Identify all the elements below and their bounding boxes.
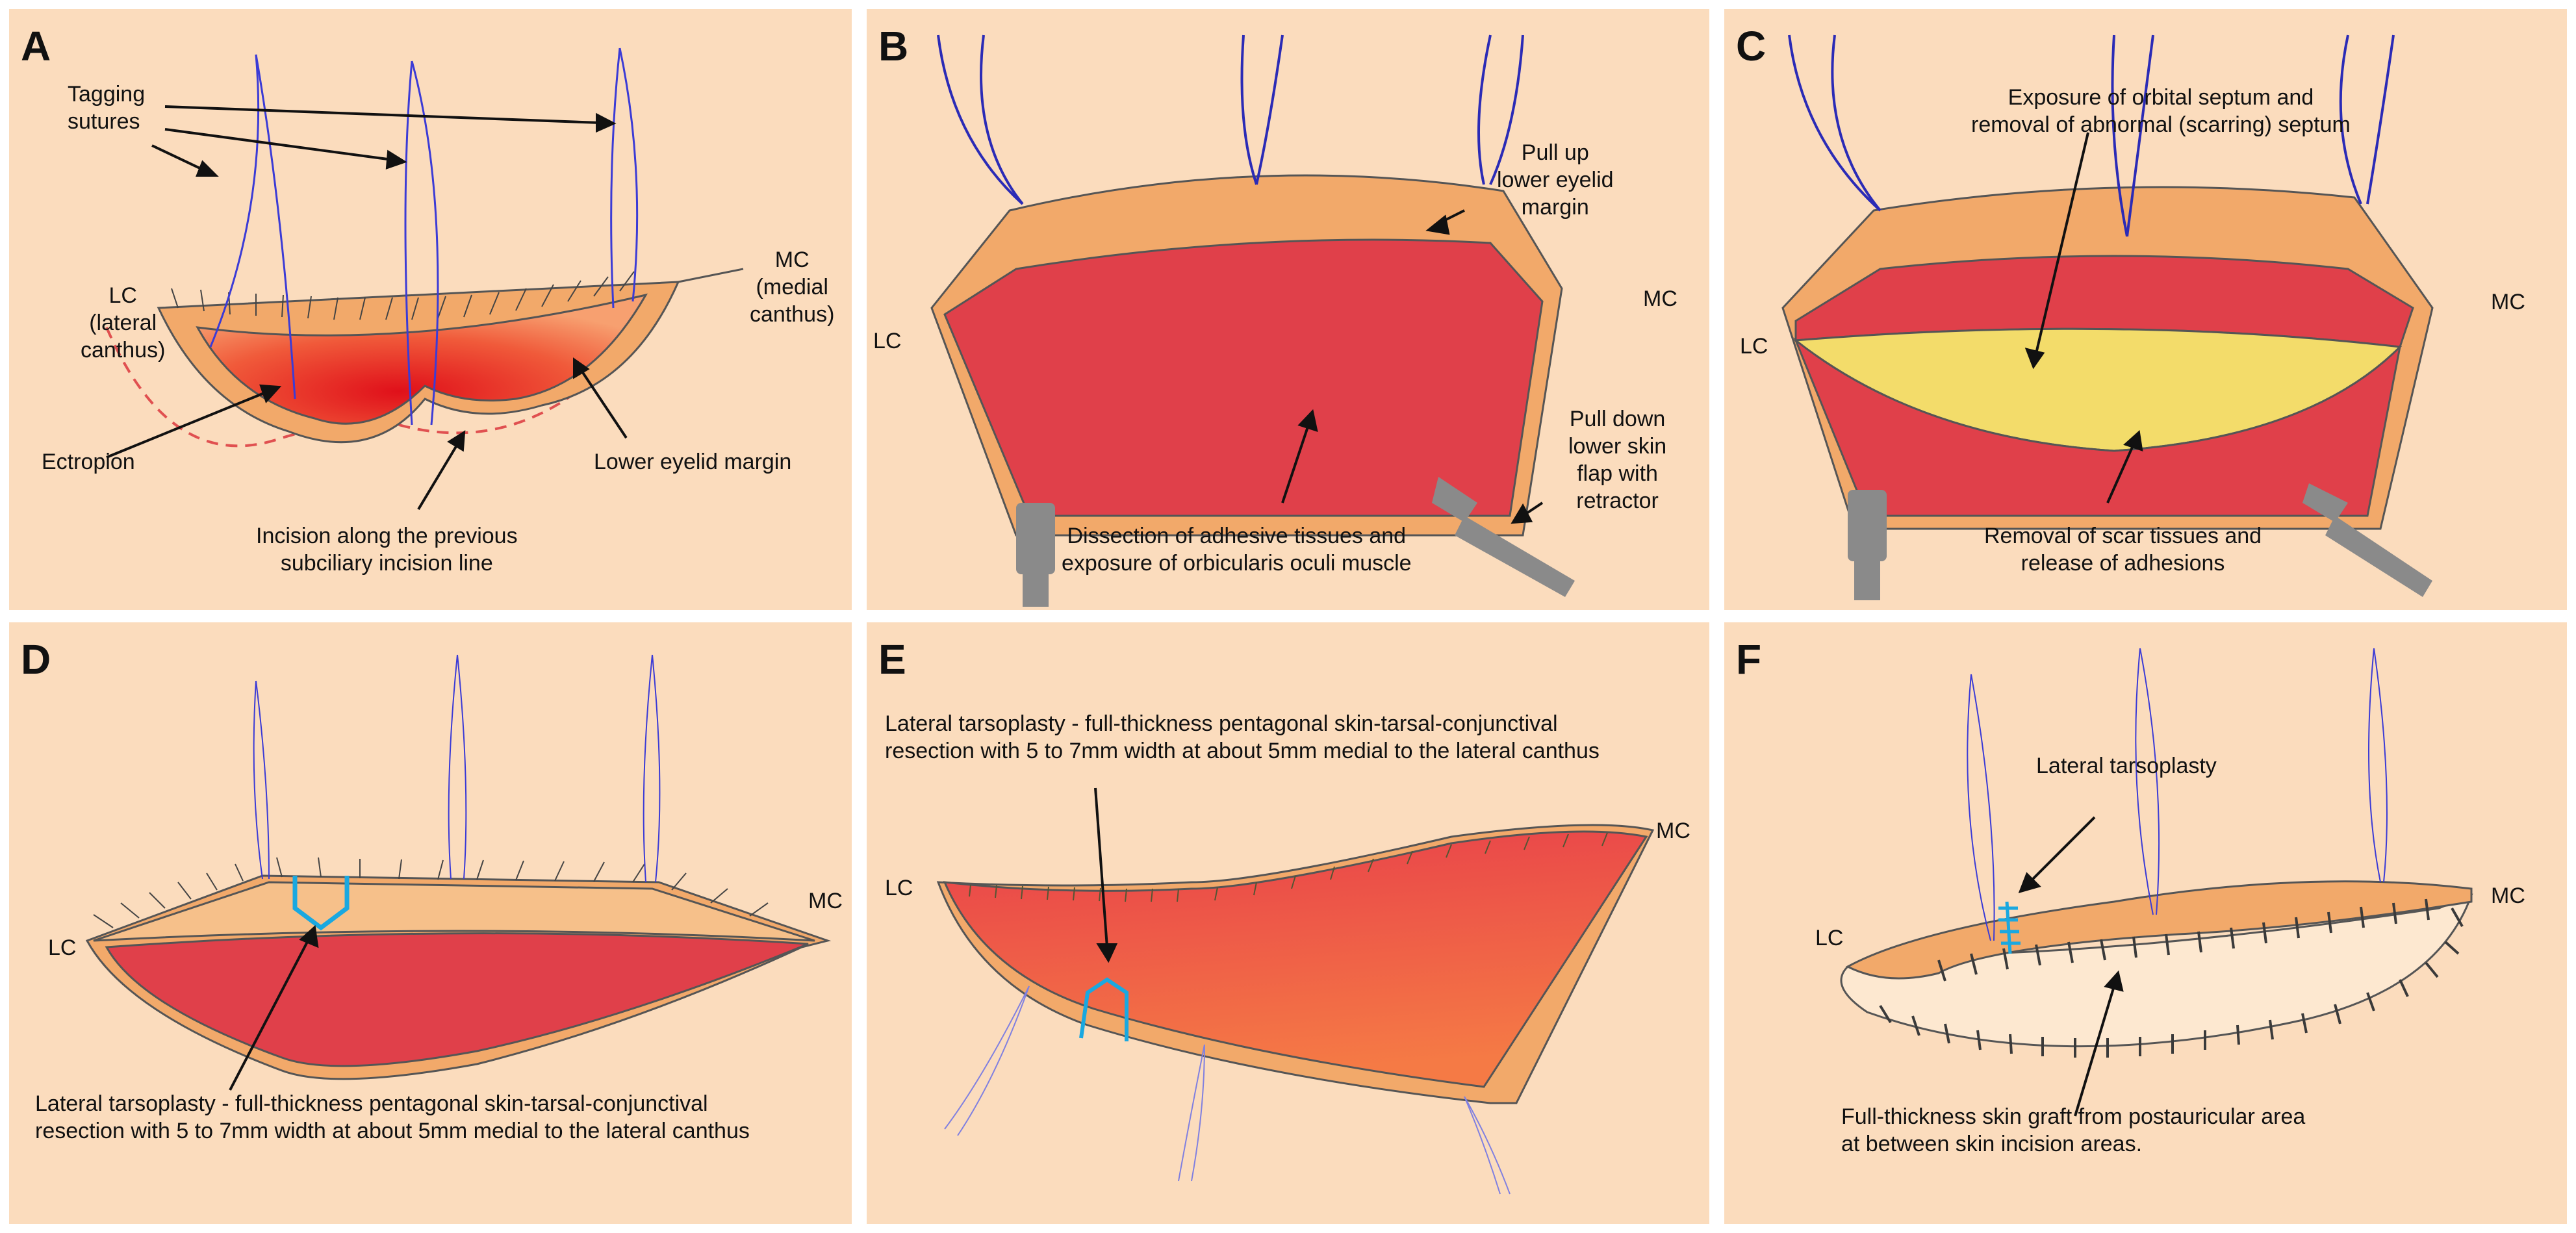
panel-a-letter: A — [21, 23, 51, 70]
pull-down-label: Pull down lower skin flap with retractor — [1568, 407, 1667, 513]
orbicularis-muscle — [943, 238, 1544, 517]
tagging-sutures — [937, 34, 1524, 205]
pentagon-resection — [1079, 977, 1129, 1041]
conjunctiva — [943, 830, 1648, 1088]
lc-label: LC — [885, 876, 913, 900]
lc-label: LC — [1815, 926, 1844, 950]
panel-f-letter: F — [1736, 636, 1762, 683]
tagging-sutures — [1788, 34, 2395, 237]
pentagon-resection — [292, 876, 350, 931]
exposure-label: Exposure of orbital septum and removal o… — [1971, 85, 2351, 137]
lower-eyelid-margin-label: Lower eyelid margin — [594, 450, 792, 474]
mc-label: MC (medial canthus) — [750, 248, 835, 327]
skin-sutures — [1879, 898, 2464, 1058]
tagging-sutures — [1967, 648, 2388, 941]
dissection-label: Dissection of adhesive tissues and expos… — [1062, 524, 1412, 576]
panel-a-illustration — [105, 47, 744, 511]
arrows — [229, 925, 319, 1091]
muscle-lower — [1793, 337, 2402, 517]
panel-c-illustration — [1781, 34, 2434, 600]
tarsoplasty-label: Lateral tarsoplasty - full-thickness pen… — [885, 711, 1600, 763]
graft-label: Full-thickness skin graft from postauric… — [1841, 1104, 2306, 1156]
arrows — [106, 105, 628, 511]
eyelid-skin — [1845, 880, 2473, 980]
tarsoplasty-suture — [1998, 901, 2021, 954]
eyelashes — [93, 857, 769, 928]
tagging-sutures-label: Tagging sutures — [68, 82, 146, 134]
panel-d: D LC MC Lateral tarsoplasty - full-thick… — [9, 622, 852, 1224]
panel-b-letter: B — [878, 23, 909, 70]
panel-c: C Exposure of orbital septum and removal… — [1724, 9, 2567, 610]
tagging-sutures — [209, 47, 639, 426]
mc-label: MC — [1643, 286, 1677, 311]
panel-f-illustration — [1840, 648, 2473, 1117]
retractors — [1016, 477, 1575, 607]
tarsoplasty-label: Lateral tarsoplasty - full-thickness pen… — [35, 1091, 750, 1143]
removal-label: Removal of scar tissues and release of a… — [1984, 524, 2262, 576]
incision-label: Incision along the previous subciliary i… — [256, 524, 518, 576]
arrows — [2018, 816, 2124, 1117]
panel-d-illustration — [85, 654, 832, 1091]
conjunctiva — [105, 932, 809, 1067]
tagging-sutures — [253, 654, 661, 883]
pull-up-label: Pull up lower eyelid margin — [1497, 140, 1614, 220]
lc-label: LC — [48, 935, 77, 960]
lc-label: LC — [1740, 334, 1768, 359]
panel-b-illustration — [930, 34, 1575, 607]
panel-e-illustration — [936, 787, 1655, 1195]
eyelashes — [969, 832, 1608, 902]
mc-label: MC — [1656, 819, 1690, 843]
panel-f: F Lateral tarsoplasty LC MC Full-thickne… — [1724, 622, 2567, 1224]
mc-label: MC — [808, 889, 843, 913]
lc-label: LC (lateral canthus) — [81, 283, 166, 362]
arrows — [1281, 209, 1544, 524]
panel-e: E Lateral tarsoplasty - full-thickness p… — [867, 622, 1709, 1224]
mc-label: MC — [2491, 290, 2525, 314]
ectropion-conjunctiva — [196, 293, 648, 425]
panel-c-letter: C — [1736, 23, 1766, 70]
panel-b: B Pull up lower eyelid margin LC MC Pull… — [867, 9, 1709, 610]
retractors — [1848, 483, 2432, 600]
mc-label: MC — [2491, 883, 2525, 908]
panel-a: A Tagging sutures LC (lateral canthus) M… — [9, 9, 852, 610]
tagging-sutures — [944, 985, 1511, 1195]
upper-skin-band — [93, 881, 815, 942]
lc-label: LC — [873, 329, 902, 353]
panel-d-letter: D — [21, 636, 51, 683]
ectropion-label: Ectropion — [42, 450, 135, 474]
arrows — [2024, 132, 2143, 503]
tarsoplasty-label: Lateral tarsoplasty — [2036, 754, 2217, 778]
arrows — [1094, 787, 1118, 963]
panel-e-letter: E — [878, 636, 906, 683]
eyelashes — [171, 271, 635, 320]
